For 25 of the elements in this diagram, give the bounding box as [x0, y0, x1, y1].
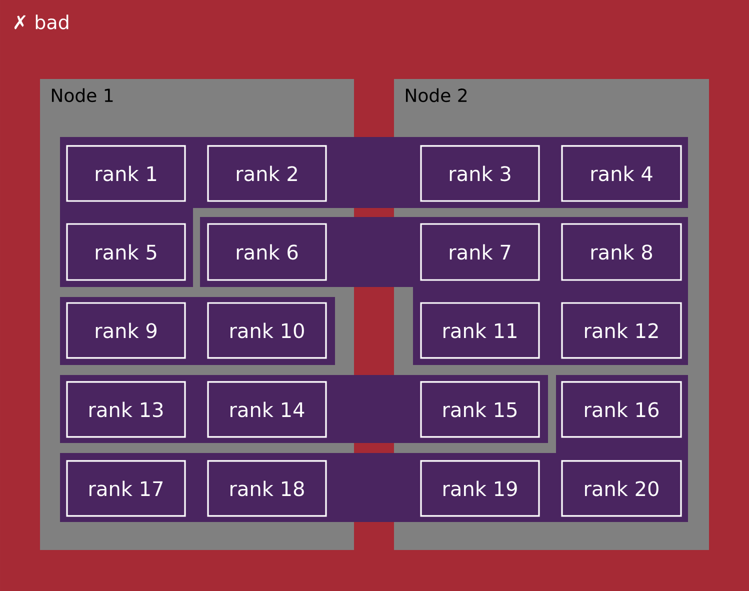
group-band [60, 374, 548, 443]
rank-box: rank 15 [420, 381, 540, 438]
title: ✗ bad [14, 14, 68, 30]
group-band [60, 374, 688, 522]
rank-box: rank 7 [420, 223, 540, 281]
group-band [60, 296, 335, 365]
rank-box: rank 4 [561, 145, 682, 202]
group-band [60, 137, 688, 287]
rank-box: rank 6 [207, 223, 327, 281]
rank-box: rank 20 [561, 460, 682, 517]
rank-box: rank 13 [66, 381, 186, 438]
rank-box: rank 18 [207, 460, 327, 517]
rank-box: rank 9 [66, 302, 186, 359]
rank-box: rank 3 [420, 145, 540, 202]
rank-box: rank 17 [66, 460, 186, 517]
rank-box: rank 5 [66, 223, 186, 281]
rank-box: rank 14 [207, 381, 327, 438]
rank-box: rank 10 [207, 302, 327, 359]
rank-box: rank 8 [561, 223, 682, 281]
rank-box: rank 2 [207, 145, 327, 202]
rank-box: rank 19 [420, 460, 540, 517]
rank-box: rank 1 [66, 145, 186, 202]
rank-box: rank 12 [561, 302, 682, 359]
rank-box: rank 11 [420, 302, 540, 359]
rank-box: rank 16 [561, 381, 682, 438]
